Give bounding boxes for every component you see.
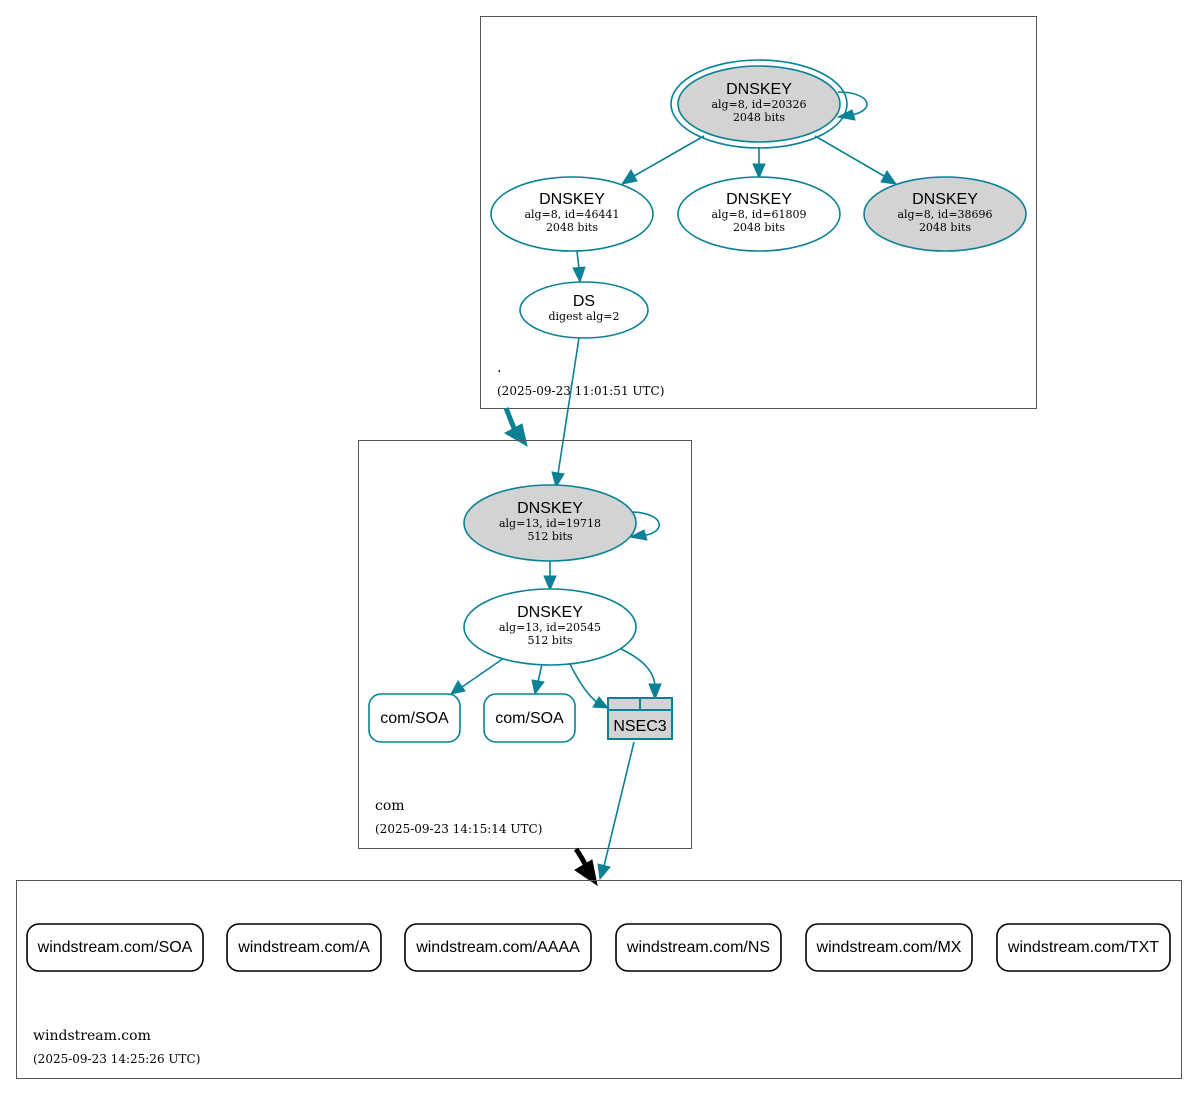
- windstream-rr-a-label: windstream.com/A: [237, 939, 370, 956]
- zone-windstream-name: windstream.com: [33, 1028, 151, 1044]
- arrow-root-ksk-zsk3: [880, 170, 898, 185]
- edge-ds-com-ksk: [551, 337, 580, 489]
- edge-root-ksk-zsk3: [814, 135, 885, 177]
- windstream-rr-soa[interactable]: windstream.com/SOA: [26, 923, 204, 972]
- root-zsk1-alg: alg=8, id=46441: [524, 208, 619, 221]
- root-ksk-bits: 2048 bits: [733, 111, 785, 124]
- root-ksk-title: DNSKEY: [726, 81, 792, 98]
- zone-root-timestamp: (2025-09-23 11:01:51 UTC): [497, 384, 664, 398]
- windstream-rr-a[interactable]: windstream.com/A: [226, 923, 382, 972]
- com-zsk-title: DNSKEY: [517, 604, 583, 621]
- arrow-com-zsk-nsec3-b: [648, 683, 662, 701]
- com-zsk-alg: alg=13, id=20545: [499, 621, 601, 634]
- edge-com-zsk-soa2: [537, 663, 543, 683]
- com-edges: [450, 511, 662, 709]
- zone-root-box: [480, 16, 1037, 409]
- com-nsec3-label: NSEC3: [613, 718, 666, 735]
- com-soa2-label: com/SOA: [495, 710, 564, 727]
- root-zsk2-node[interactable]: DNSKEY alg=8, id=61809 2048 bits: [677, 176, 841, 252]
- arrow-com-ksk-zsk: [543, 575, 557, 592]
- edge-com-ksk-self: [629, 511, 660, 537]
- edge-com-zsk-nsec3-a: [569, 663, 599, 704]
- com-ksk-title: DNSKEY: [517, 500, 583, 517]
- root-zsk2-title: DNSKEY: [726, 191, 792, 208]
- zone-windstream-box: [16, 880, 1182, 1079]
- root-zsk3-bits: 2048 bits: [919, 221, 971, 234]
- zone-com-box: [358, 440, 692, 849]
- windstream-rr-ns[interactable]: windstream.com/NS: [615, 923, 782, 972]
- com-zsk-node[interactable]: DNSKEY alg=13, id=20545 512 bits: [463, 588, 637, 666]
- windstream-rr-txt[interactable]: windstream.com/TXT: [996, 923, 1171, 972]
- arrow-com-zsk-soa2: [531, 679, 545, 696]
- windstream-rr-aaaa-label: windstream.com/AAAA: [415, 939, 580, 956]
- root-ksk-alg: alg=8, id=20326: [711, 98, 806, 111]
- com-zsk-bits: 512 bits: [527, 634, 572, 647]
- com-ksk-alg: alg=13, id=19718: [499, 517, 601, 530]
- root-zsk1-bits: 2048 bits: [546, 221, 598, 234]
- zone-windstream-timestamp: (2025-09-23 14:25:26 UTC): [33, 1052, 200, 1066]
- root-zsk2-alg: alg=8, id=61809: [711, 208, 806, 221]
- root-zsk1-title: DNSKEY: [539, 191, 605, 208]
- zone-com-name: com: [375, 798, 405, 814]
- arrow-root-zsk1-ds: [572, 266, 586, 284]
- root-ds-title: DS: [573, 293, 595, 310]
- delegation-arrow-com-windstream: [573, 847, 598, 887]
- arrow-com-ksk-self: [628, 529, 648, 541]
- edge-nsec3-windstream: [597, 741, 635, 881]
- zone-com: com (2025-09-23 14:15:14 UTC): [358, 440, 692, 849]
- root-zsk2-bits: 2048 bits: [733, 221, 785, 234]
- com-ksk-bits: 512 bits: [527, 530, 572, 543]
- root-zsk3-node[interactable]: DNSKEY alg=8, id=38696 2048 bits: [863, 176, 1027, 252]
- arrow-com-zsk-nsec3-a: [592, 696, 610, 709]
- windstream-rr-mx[interactable]: windstream.com/MX: [805, 923, 973, 972]
- arrow-com-zsk-soa1: [450, 680, 466, 695]
- zone-com-timestamp: (2025-09-23 14:15:14 UTC): [375, 822, 542, 836]
- root-ksk-node[interactable]: DNSKEY alg=8, id=20326 2048 bits: [670, 59, 848, 149]
- root-ds-digest: digest alg=2: [548, 310, 619, 323]
- zone-root: . (2025-09-23 11:01:51 UTC): [480, 16, 1037, 409]
- edge-root-ksk-self: [837, 91, 868, 117]
- root-zsk3-alg: alg=8, id=38696: [897, 208, 992, 221]
- arrow-root-ksk-zsk1: [620, 169, 638, 185]
- windstream-rr-mx-label: windstream.com/MX: [816, 939, 962, 956]
- windstream-rr-ns-label: windstream.com/NS: [626, 939, 770, 956]
- root-zsk1-node[interactable]: DNSKEY alg=8, id=46441 2048 bits: [490, 176, 654, 252]
- root-ds-node[interactable]: DS digest alg=2: [519, 281, 649, 339]
- arrow-root-ksk-zsk2: [752, 163, 766, 180]
- edge-com-zsk-soa1: [461, 657, 505, 688]
- com-soa1-node[interactable]: com/SOA: [368, 693, 461, 743]
- windstream-rr-txt-label: windstream.com/TXT: [1007, 939, 1159, 956]
- com-nsec3-node[interactable]: NSEC3: [607, 697, 673, 740]
- windstream-rr-aaaa[interactable]: windstream.com/AAAA: [404, 923, 592, 972]
- windstream-rr-soa-label: windstream.com/SOA: [37, 939, 193, 956]
- root-zsk3-title: DNSKEY: [912, 191, 978, 208]
- com-ksk-node[interactable]: DNSKEY alg=13, id=19718 512 bits: [463, 484, 637, 562]
- zone-windstream: windstream.com (2025-09-23 14:25:26 UTC): [16, 880, 1182, 1079]
- zone-root-name: .: [497, 360, 501, 376]
- com-soa2-node[interactable]: com/SOA: [483, 693, 576, 743]
- edge-root-ksk-zsk1: [633, 135, 705, 177]
- edge-root-zsk1-ds: [576, 250, 580, 270]
- edge-com-zsk-nsec3-b: [620, 648, 656, 687]
- com-soa1-label: com/SOA: [380, 710, 449, 727]
